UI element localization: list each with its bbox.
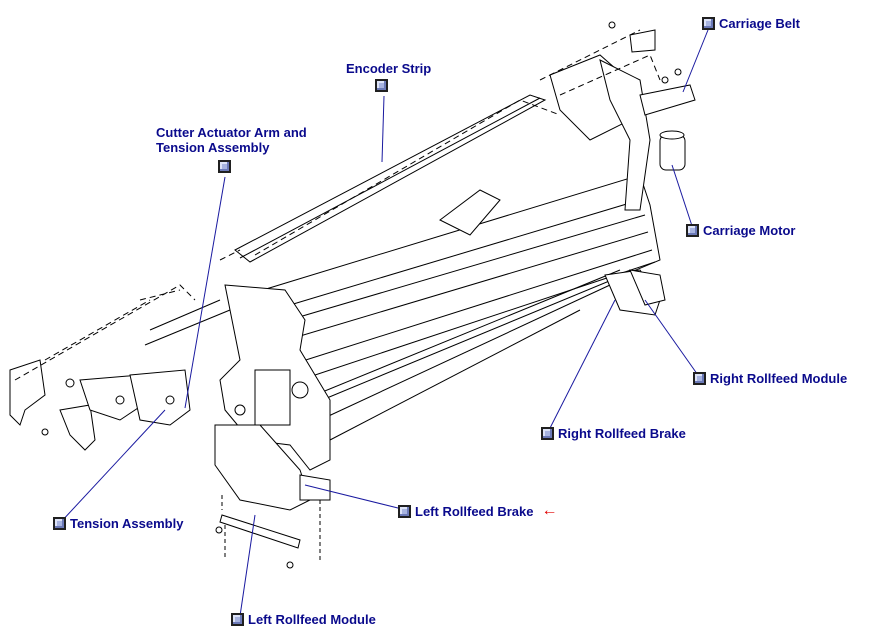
cutter-actuator-label-line2[interactable]: Tension Assembly: [156, 140, 270, 155]
cutter-assembly-part: [9, 299, 231, 451]
left-rollfeed-brake-button[interactable]: [398, 504, 411, 518]
carriage-belt-callout[interactable]: Carriage Belt: [702, 16, 800, 31]
cutter-actuator-button[interactable]: [218, 160, 231, 173]
current-selection-arrow-icon: ←: [541, 502, 558, 519]
carriage-motor-label[interactable]: Carriage Motor: [703, 223, 796, 238]
carriage-belt-button[interactable]: [702, 17, 715, 30]
right-rollfeed-module-label[interactable]: Right Rollfeed Module: [710, 371, 848, 386]
leader-lines: [59, 24, 711, 617]
cutter-dashed-guides: [14, 284, 196, 381]
left-rollfeed-module-button[interactable]: [231, 613, 244, 626]
left-end-cap: [219, 284, 331, 471]
right-rollfeed-brake-label[interactable]: Right Rollfeed Brake: [558, 426, 686, 441]
right-side-parts: [604, 21, 696, 316]
left-rollfeed-brake-label[interactable]: Left Rollfeed Brake: [415, 503, 534, 519]
cutter-actuator-callout[interactable]: Cutter Actuator Arm and Tension Assembly: [156, 125, 307, 155]
right-rollfeed-brake-button[interactable]: [541, 427, 554, 440]
carriage-belt-label[interactable]: Carriage Belt: [719, 16, 800, 31]
tension-assembly-label[interactable]: Tension Assembly: [70, 516, 184, 531]
encoder-strip-button[interactable]: [375, 79, 388, 92]
left-rollfeed-brake-callout[interactable]: Left Rollfeed Brake ←: [398, 502, 557, 520]
encoder-strip-callout[interactable]: Encoder Strip: [346, 61, 431, 76]
left-rollfeed-module-callout[interactable]: Left Rollfeed Module: [231, 612, 376, 627]
encoder-strip-label[interactable]: Encoder Strip: [346, 61, 432, 76]
left-rollfeed-module-label[interactable]: Left Rollfeed Module: [248, 612, 376, 627]
carriage-motor-callout[interactable]: Carriage Motor: [686, 223, 795, 238]
right-rollfeed-brake-callout[interactable]: Right Rollfeed Brake: [541, 426, 686, 441]
paper-guide: [439, 189, 501, 236]
top-rail: [234, 54, 651, 263]
right-rollfeed-module-button[interactable]: [693, 372, 706, 385]
cutter-actuator-label-line1[interactable]: Cutter Actuator Arm and: [156, 125, 307, 140]
tension-assembly-button[interactable]: [53, 517, 66, 530]
tension-assembly-callout[interactable]: Tension Assembly: [53, 516, 183, 531]
encoder-strip-part: [219, 29, 661, 261]
carriage-motor-button[interactable]: [686, 224, 699, 237]
right-rollfeed-module-callout[interactable]: Right Rollfeed Module: [693, 371, 847, 386]
